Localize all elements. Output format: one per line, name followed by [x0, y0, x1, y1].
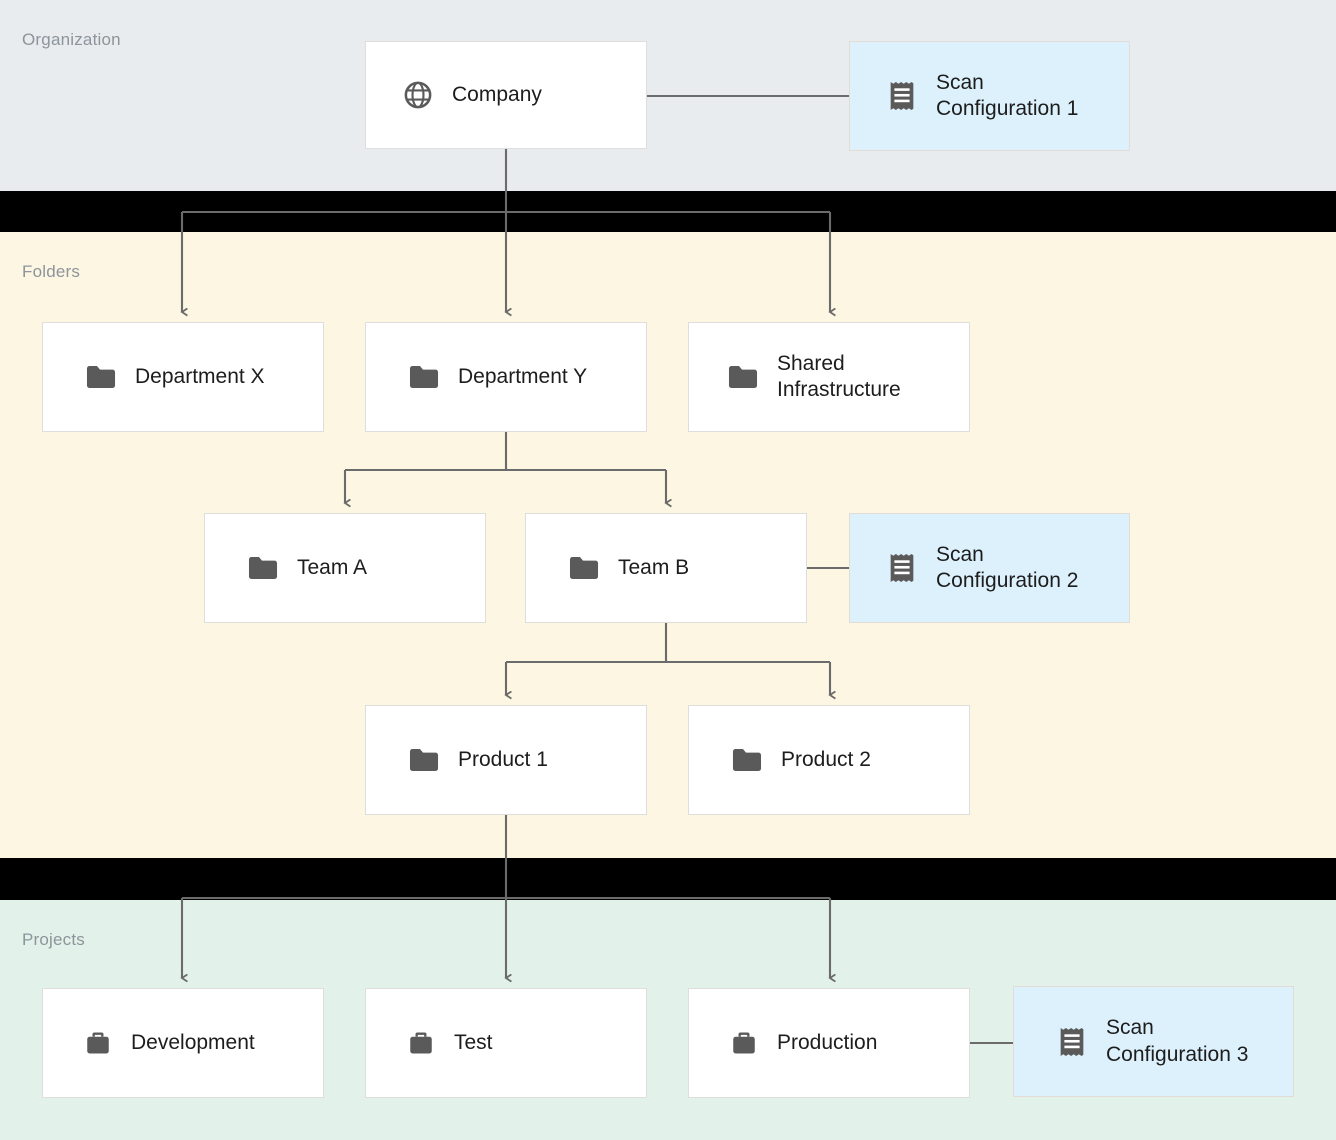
node-label: Product 2 — [781, 748, 871, 772]
node-label: Scan Configuration 1 — [936, 70, 1079, 120]
node-label: Department Y — [458, 365, 588, 389]
node-label: Product 1 — [458, 748, 548, 772]
node-team-a[interactable]: Team A — [204, 513, 486, 623]
node-label: Department X — [135, 365, 265, 389]
node-label: Company — [452, 83, 542, 107]
briefcase-icon — [406, 1028, 436, 1058]
node-label: Shared Infrastructure — [777, 352, 901, 401]
briefcase-icon — [83, 1028, 113, 1058]
node-department-y[interactable]: Department Y — [365, 322, 647, 432]
node-team-b[interactable]: Team B — [525, 513, 807, 623]
folder-icon — [408, 747, 440, 773]
folder-icon — [731, 747, 763, 773]
node-label: Development — [131, 1031, 255, 1055]
node-label: Production — [777, 1031, 878, 1055]
node-label: Scan Configuration 2 — [936, 542, 1079, 592]
folder-icon — [247, 555, 279, 581]
receipt-icon — [1056, 1025, 1088, 1059]
node-production[interactable]: Production — [688, 988, 970, 1098]
node-label: Team A — [297, 556, 368, 580]
globe-icon — [402, 79, 434, 111]
folder-icon — [408, 364, 440, 390]
folder-icon — [85, 364, 117, 390]
briefcase-icon — [729, 1028, 759, 1058]
band-organization — [0, 0, 1336, 191]
receipt-icon — [886, 551, 918, 585]
node-development[interactable]: Development — [42, 988, 324, 1098]
folder-icon — [727, 364, 759, 390]
node-label: Test — [454, 1031, 493, 1055]
folder-icon — [568, 555, 600, 581]
node-shared-infrastructure[interactable]: Shared Infrastructure — [688, 322, 970, 432]
receipt-icon — [886, 79, 918, 113]
band-label-organization: Organization — [22, 30, 121, 49]
band-label-projects: Projects — [22, 930, 86, 949]
band-label-folders: Folders — [22, 262, 81, 281]
node-scan-configuration-3[interactable]: Scan Configuration 3 — [1013, 986, 1294, 1097]
node-label: Scan Configuration 3 — [1106, 1016, 1249, 1066]
node-test[interactable]: Test — [365, 988, 647, 1098]
node-scan-configuration-1[interactable]: Scan Configuration 1 — [849, 41, 1130, 151]
node-scan-configuration-2[interactable]: Scan Configuration 2 — [849, 513, 1130, 623]
node-product-2[interactable]: Product 2 — [688, 705, 970, 815]
node-label: Team B — [618, 556, 690, 580]
node-company[interactable]: Company — [365, 41, 647, 149]
node-product-1[interactable]: Product 1 — [365, 705, 647, 815]
node-department-x[interactable]: Department X — [42, 322, 324, 432]
